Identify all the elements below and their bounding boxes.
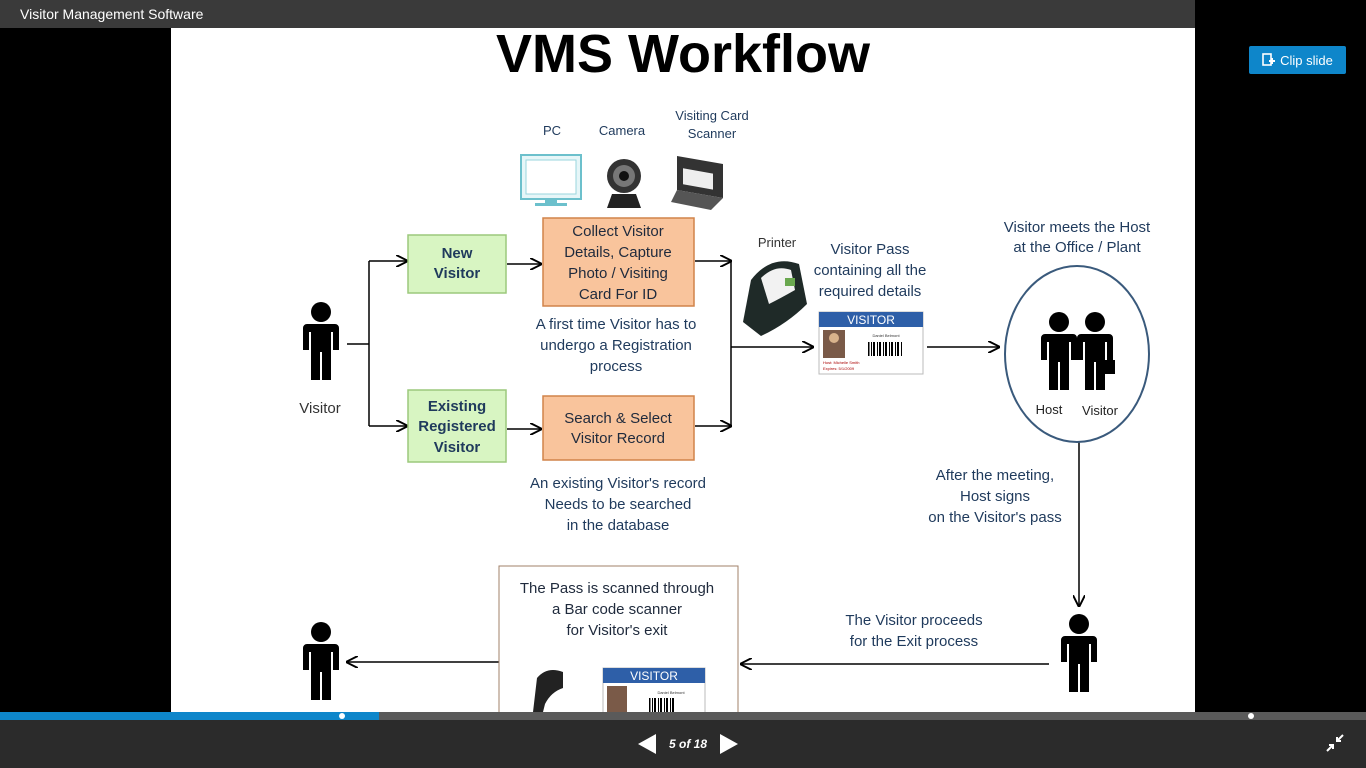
svg-text:Search & Select: Search & Select [564, 410, 672, 427]
printer-label: Printer [758, 235, 797, 250]
visitor-person-icon [303, 302, 339, 380]
svg-text:The Pass is scanned through: The Pass is scanned through [520, 580, 714, 597]
svg-text:for the Exit process: for the Exit process [850, 633, 978, 650]
svg-text:in the database: in the database [567, 517, 670, 534]
svg-text:After the meeting,: After the meeting, [936, 467, 1054, 484]
card-scanner-icon [671, 156, 723, 210]
clip-slide-button[interactable]: Clip slide [1249, 46, 1346, 74]
pc-icon [520, 154, 582, 206]
webcam-icon [607, 159, 641, 208]
visitor-pass-card: VISITOR Daniel Belmont Host: Michelle Sm… [818, 311, 924, 375]
svg-text:The Visitor proceeds: The Visitor proceeds [845, 612, 982, 629]
first-time-note: A first time Visitor has to undergo a Re… [536, 316, 697, 375]
host-label: Host [1036, 402, 1063, 417]
circle-visitor-label: Visitor [1082, 403, 1119, 418]
existing-visitor-box: Existing Registered Visitor [407, 389, 507, 463]
exited-visitor-icon [303, 622, 339, 700]
exit-process-note: The Visitor proceeds for the Exit proces… [845, 612, 982, 650]
svg-text:required details: required details [819, 283, 922, 300]
exit-pass-card: VISITOR Daniel Belmont [602, 667, 706, 712]
camera-label: Camera [599, 123, 646, 138]
visitor-label: Visitor [299, 400, 340, 417]
barcode-scanner-icon [533, 670, 563, 712]
svg-text:Photo / Visiting: Photo / Visiting [568, 265, 668, 282]
svg-text:Collect Visitor: Collect Visitor [572, 223, 663, 240]
triangle-right-icon[interactable] [720, 734, 738, 754]
exiting-visitor-icon [1061, 614, 1097, 692]
visitor-pass-note: Visitor Pass containing all the required… [814, 241, 927, 300]
exit-scan-box: The Pass is scanned through a Bar code s… [498, 565, 739, 712]
svg-text:Visitor Pass: Visitor Pass [831, 241, 910, 258]
svg-text:An existing Visitor's record: An existing Visitor's record [530, 475, 706, 492]
existing-record-note: An existing Visitor's record Needs to be… [530, 475, 706, 534]
slide-progress-bar[interactable] [0, 712, 1366, 720]
printer-icon [743, 261, 807, 336]
collect-details-box: Collect Visitor Details, Capture Photo /… [542, 217, 695, 307]
svg-text:Visitor: Visitor [434, 439, 481, 456]
svg-text:on the Visitor's pass: on the Visitor's pass [928, 509, 1062, 526]
pc-label: PC [543, 123, 561, 138]
svg-text:Needs to be searched: Needs to be searched [545, 496, 692, 513]
search-record-box: Search & Select Visitor Record [542, 395, 695, 461]
svg-text:Daniel Belmont: Daniel Belmont [657, 690, 685, 695]
progress-handle[interactable] [339, 713, 345, 719]
viewer-title-bar: Visitor Management Software [0, 0, 1195, 28]
svg-text:a Bar code scanner: a Bar code scanner [552, 601, 682, 618]
page-indicator: 5 of 18 [668, 737, 707, 751]
triangle-left-icon[interactable] [638, 734, 656, 754]
svg-text:Details, Capture: Details, Capture [564, 244, 672, 261]
svg-text:for Visitor's exit: for Visitor's exit [567, 622, 669, 639]
svg-text:New: New [442, 245, 473, 262]
svg-text:Visitor meets the Host: Visitor meets the Host [1004, 219, 1151, 236]
svg-text:Registered: Registered [418, 418, 496, 435]
svg-text:Existing: Existing [428, 398, 486, 415]
svg-text:containing all the: containing all the [814, 262, 927, 279]
scanner-label-line1: Visiting Card [675, 108, 748, 123]
svg-text:VISITOR: VISITOR [630, 669, 678, 683]
svg-text:VISITOR: VISITOR [847, 313, 895, 327]
clip-slide-icon [1262, 53, 1276, 66]
slide-canvas: VMS Workflow PC Camera Visiting Card Sca… [171, 28, 1195, 712]
svg-text:at the Office / Plant: at the Office / Plant [1013, 239, 1141, 256]
svg-text:undergo a Registration: undergo a Registration [540, 337, 692, 354]
svg-text:Visitor Record: Visitor Record [571, 430, 665, 447]
presentation-title: Visitor Management Software [20, 6, 204, 22]
new-visitor-box: New Visitor [407, 234, 507, 294]
svg-text:process: process [590, 358, 643, 375]
svg-text:A first time Visitor has to: A first time Visitor has to [536, 316, 697, 333]
slide-progress-fill [0, 712, 379, 720]
svg-text:Host signs: Host signs [960, 488, 1030, 505]
scanner-label-line2: Scanner [688, 126, 737, 141]
svg-text:Host: Michelle Smith: Host: Michelle Smith [823, 360, 859, 365]
progress-marker [1248, 713, 1254, 719]
svg-text:Card For ID: Card For ID [579, 286, 658, 303]
svg-text:Daniel Belmont: Daniel Belmont [872, 333, 900, 338]
host-meeting-circle: Host Visitor [1004, 265, 1150, 443]
exit-fullscreen-icon[interactable] [1326, 734, 1344, 752]
svg-text:Expires: 5/1/2009: Expires: 5/1/2009 [823, 366, 855, 371]
slide-title: VMS Workflow [496, 28, 871, 84]
after-meeting-note: After the meeting, Host signs on the Vis… [928, 467, 1062, 526]
meets-host-note: Visitor meets the Host at the Office / P… [1004, 219, 1151, 256]
viewer-controls: 5 of 18 [0, 720, 1366, 768]
svg-text:Visitor: Visitor [434, 265, 481, 282]
slide-navigation: 5 of 18 [638, 734, 738, 754]
clip-slide-label: Clip slide [1280, 52, 1333, 68]
